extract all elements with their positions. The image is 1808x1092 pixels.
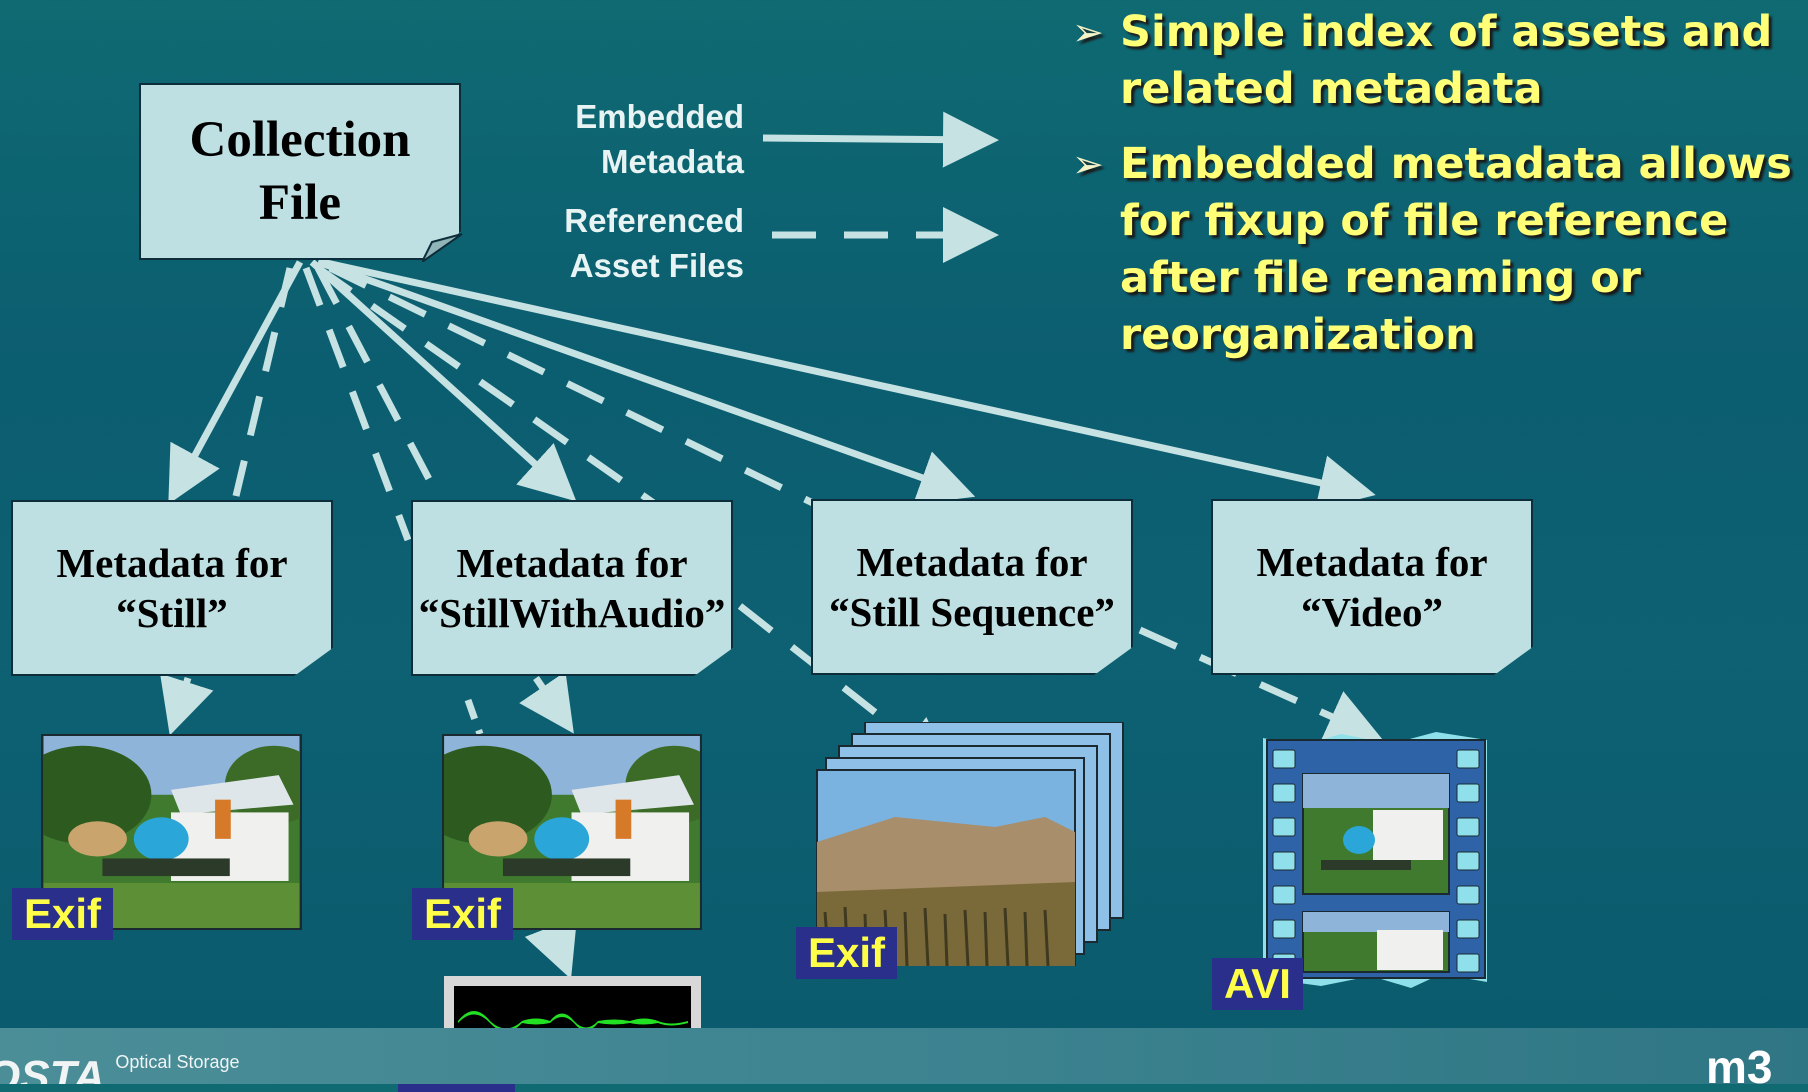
video-filmstrip [1263, 732, 1487, 988]
legend-embedded-line2: Metadata [600, 143, 744, 180]
collection-file-box: Collection File [139, 83, 461, 260]
avi-tag: AVI [1212, 958, 1303, 1010]
bullet-text: Simple index of assets and related metad… [1120, 7, 1773, 114]
page-fold-icon [422, 233, 463, 262]
metadata-box-video: Metadata for “Video” [1211, 499, 1533, 675]
osta-logo: OSTA Optical Storage [0, 1052, 240, 1084]
dashed-to-audio-asset-a [302, 266, 412, 542]
legend-embedded-label: Embedded Metadata [530, 94, 744, 184]
metadata-label-line1: Metadata for [1256, 539, 1488, 585]
dashed-audio-to-image [464, 698, 484, 736]
m3-logo-text: m3 [1706, 1041, 1773, 1084]
metadata-label-line2: “Video” [1301, 589, 1443, 635]
legend-referenced-line1: Referenced [564, 202, 744, 239]
stillwithaudio-photo [442, 734, 702, 930]
exif-tag-still: Exif [12, 888, 114, 940]
dashed-to-still-asset [232, 267, 294, 497]
arrow-audio-to-wav [524, 916, 578, 980]
bullet-arrow-icon: ➢ [1072, 142, 1104, 186]
metadata-box-still-sequence: Metadata for “Still Sequence” [811, 499, 1133, 675]
still-sequence-stack [816, 722, 1124, 966]
legend-referenced-label: Referenced Asset Files [500, 198, 744, 288]
metadata-label-line2: “StillWithAudio” [418, 590, 726, 636]
osta-logo-text: OSTA [0, 1052, 105, 1084]
dashed-video-continue [1138, 626, 1383, 743]
metadata-label-line2: “Still” [116, 590, 228, 636]
metadata-label-line2: “Still Sequence” [829, 589, 1115, 635]
metadata-label-line1: Metadata for [456, 540, 688, 586]
collection-title-line2: File [258, 174, 342, 231]
exif-tag-sequence: Exif [796, 927, 898, 979]
bullet-item: ➢ Simple index of assets and related met… [1072, 4, 1802, 118]
arrow-to-video-metadata [321, 258, 1376, 511]
metadata-label-line1: Metadata for [56, 540, 288, 586]
legend-embedded-line1: Embedded [575, 98, 744, 135]
metadata-box-still: Metadata for “Still” [11, 500, 333, 676]
exif-tag-stillwithaudio: Exif [412, 888, 514, 940]
metadata-box-stillwithaudio: Metadata for “StillWithAudio” [411, 500, 733, 676]
bullet-arrow-icon: ➢ [1072, 10, 1104, 54]
arrow-to-stillwithaudio-metadata [309, 259, 577, 502]
legend-referenced-line2: Asset Files [569, 247, 744, 284]
bullet-list: ➢ Simple index of assets and related met… [1072, 4, 1802, 382]
m3-logo: m3 [1706, 1040, 1808, 1084]
legend-solid-arrow [762, 111, 999, 168]
bullet-item: ➢ Embedded metadata allows for fixup of … [1072, 136, 1802, 364]
bullet-text: Embedded metadata allows for fixup of fi… [1120, 139, 1792, 360]
dashed-to-audio-asset-b [314, 266, 444, 502]
arrow-to-sequence-metadata [316, 258, 976, 505]
metadata-label-line1: Metadata for [856, 539, 1088, 585]
footer-bar [0, 1028, 1808, 1084]
osta-logo-subtext: Optical Storage [115, 1052, 240, 1072]
arrow-still-to-image [160, 673, 214, 736]
arrow-audio-meta-to-image [519, 671, 574, 734]
collection-title-line1: Collection [189, 111, 411, 168]
